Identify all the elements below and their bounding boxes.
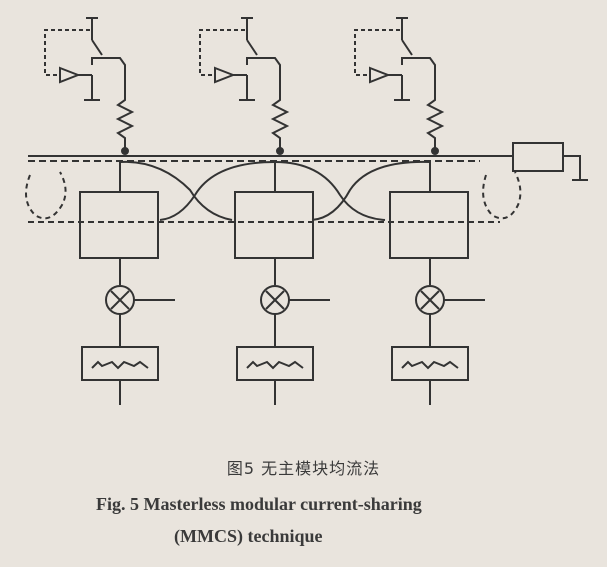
dashed-control-loop <box>44 29 90 76</box>
module-1 <box>44 17 175 405</box>
lamp-x2 <box>110 290 130 310</box>
caption-en-line2: (MMCS) technique <box>174 526 323 546</box>
output-resistor-box <box>512 142 564 172</box>
switch-feed <box>91 57 126 90</box>
switch-blade <box>91 39 103 56</box>
module-box <box>79 191 159 259</box>
driver-triangle <box>59 66 81 84</box>
caption-en-line1: Fig. 5 Masterless modular current-sharin… <box>96 494 422 514</box>
load-symbol <box>91 360 149 370</box>
figure-caption-chinese: 图5 无主模块均流法 <box>226 459 381 478</box>
cross-curve-1 <box>119 160 233 221</box>
cross-curve-2 <box>159 161 276 221</box>
left-dashed-loop <box>25 171 67 220</box>
output-ground-lead <box>563 155 581 180</box>
cross-curve-4 <box>311 160 431 221</box>
right-dashed-loop <box>482 171 522 220</box>
bus-node <box>121 147 129 155</box>
figure-caption-english: Fig. 5 Masterless modular current-sharin… <box>96 488 556 552</box>
load-box <box>81 346 159 381</box>
mmcs-circuit-diagram <box>25 17 588 406</box>
cross-curve-3 <box>274 161 386 221</box>
resistor <box>115 90 135 148</box>
